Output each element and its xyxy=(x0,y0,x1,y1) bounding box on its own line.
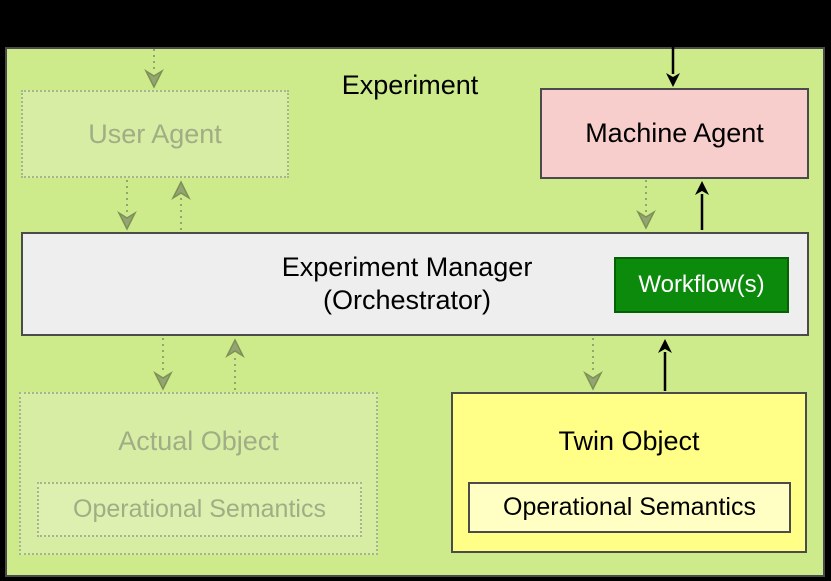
experiment-manager-label-line2: (Orchestrator) xyxy=(322,285,492,315)
experiment-title: Experiment xyxy=(341,69,479,100)
experiment-manager-label-line1: Experiment Manager xyxy=(281,252,533,282)
experiment-manager-box: Experiment Manager (Orchestrator) xyxy=(21,232,809,336)
workflow-label: Workflow(s) xyxy=(638,271,765,298)
workflow-box: Workflow(s) xyxy=(614,257,789,313)
machine-agent-label: Machine Agent xyxy=(585,118,764,148)
user-agent-label: User Agent xyxy=(88,118,222,149)
twin-operational-semantics-label: Operational Semantics xyxy=(503,493,756,521)
actual-object-box: Actual Object Operational Semantics xyxy=(19,392,378,555)
user-agent-box: User Agent xyxy=(21,90,289,178)
machine-agent-box: Machine Agent xyxy=(540,88,809,179)
twin-object-label: Twin Object xyxy=(558,426,700,456)
actual-object-label: Actual Object xyxy=(118,426,279,456)
twin-operational-semantics-box: Operational Semantics xyxy=(468,482,791,533)
actual-operational-semantics-box: Operational Semantics xyxy=(37,482,362,537)
actual-operational-semantics-label: Operational Semantics xyxy=(73,495,326,523)
twin-object-box: Twin Object Operational Semantics xyxy=(451,392,807,553)
